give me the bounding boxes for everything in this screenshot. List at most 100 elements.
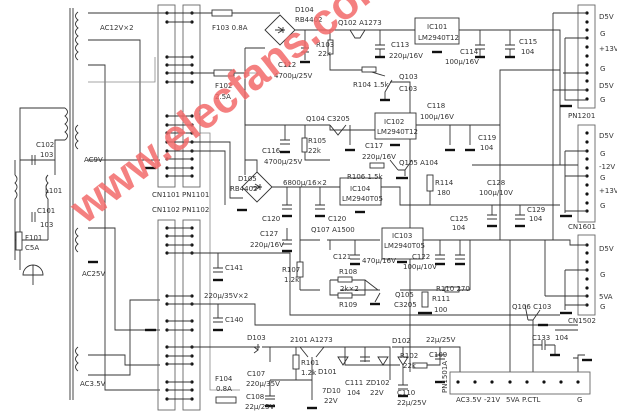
label-l101: L101 bbox=[45, 187, 62, 195]
label-c109: C109 bbox=[429, 351, 447, 359]
connector-cn1502 bbox=[544, 234, 596, 316]
label-r114-value: 180 bbox=[437, 189, 450, 197]
label-c120b: C120 bbox=[328, 215, 346, 223]
label-c116: C116 bbox=[262, 147, 281, 155]
pn1201-pin: +13V bbox=[599, 45, 617, 53]
cn1601-pin: D5V bbox=[599, 132, 614, 140]
label-c122: C122 bbox=[412, 253, 430, 261]
label-q106: Q106 C103 bbox=[512, 303, 551, 311]
label-c110-value: 22μ/25V bbox=[397, 399, 427, 407]
label-r105-value: 22k bbox=[308, 147, 322, 155]
label-r111: R111 bbox=[432, 295, 450, 303]
label-d105-value: RB4402 bbox=[230, 185, 257, 193]
label-c125-value: 104 bbox=[452, 224, 466, 232]
label-r104: R104 1.5k bbox=[353, 81, 390, 89]
pn1201-pin: G bbox=[600, 96, 605, 104]
resistor-r111 bbox=[421, 291, 429, 308]
label-ic102: IC102 bbox=[384, 118, 404, 126]
label-q101: 2101 A1273 bbox=[290, 336, 333, 344]
label-pn1201: PN1201 bbox=[568, 112, 595, 120]
label-c122-value: 100μ/10V bbox=[403, 263, 437, 271]
label-d105: D105 bbox=[238, 175, 257, 183]
label-c121: C121 bbox=[333, 253, 351, 261]
resistor-r110 bbox=[444, 286, 460, 293]
pn1201-pin: G bbox=[600, 30, 605, 38]
pn1501a-pin-g: G bbox=[577, 396, 582, 404]
label-q105b: Q105 bbox=[395, 291, 414, 299]
label-c140: C140 bbox=[225, 316, 243, 324]
resistor-r102 bbox=[412, 362, 428, 369]
resistor-r109 bbox=[337, 292, 353, 299]
label-c119: C119 bbox=[478, 134, 496, 142]
label-c102: C102 bbox=[36, 141, 54, 149]
transformer bbox=[64, 8, 79, 400]
ic102 bbox=[374, 112, 417, 140]
ic103 bbox=[381, 227, 424, 260]
label-r107-value: 1.2k bbox=[284, 276, 300, 284]
resistor-r106 bbox=[369, 162, 385, 169]
label-c115-value: 104 bbox=[521, 48, 535, 56]
pn1201-pin: D5V bbox=[599, 13, 614, 21]
label-d104: D104 bbox=[295, 6, 314, 14]
label-f104-value: 0.8A bbox=[216, 385, 232, 393]
resistor-r104 bbox=[361, 66, 377, 73]
cn1601-pin: G bbox=[600, 150, 605, 158]
pn1201-pin: G bbox=[600, 65, 605, 73]
label-q107: Q107 A1500 bbox=[311, 226, 355, 234]
label-pn1101: PN1101 bbox=[182, 191, 209, 199]
pn1501a-pin-pctl: P.CTL bbox=[522, 396, 541, 404]
label-c102-value: 103 bbox=[40, 151, 53, 159]
label-r114: R114 bbox=[435, 179, 454, 187]
label-r108: R108 bbox=[339, 268, 357, 276]
label-c133: C133 bbox=[532, 334, 550, 342]
label-r103: R103 bbox=[316, 41, 334, 49]
resistor-r105 bbox=[301, 137, 308, 153]
label-c118: C118 bbox=[427, 102, 445, 110]
fuse-f103 bbox=[211, 9, 233, 17]
label-c116-value: 4700μ/25V bbox=[264, 158, 303, 166]
label-c101-value: 103 bbox=[40, 221, 53, 229]
label-ic102-value: LM2940T12 bbox=[377, 128, 418, 136]
pn1201-pin: D5V bbox=[599, 82, 614, 90]
label-c141: C141 bbox=[225, 264, 243, 272]
label-r105: R105 bbox=[308, 137, 326, 145]
label-zd102: ZD102 bbox=[366, 379, 390, 387]
cn1601-pin: G bbox=[600, 174, 605, 182]
fuse-f104 bbox=[215, 396, 237, 404]
label-c128: C128 bbox=[487, 179, 505, 187]
bridge-d105 bbox=[241, 171, 273, 203]
cn1601-pin: G bbox=[600, 202, 605, 210]
label-ic103: IC103 bbox=[392, 232, 412, 240]
label-c112-value: 4700μ/25V bbox=[274, 72, 313, 80]
label-zd101: 7D10 bbox=[322, 387, 341, 395]
label-c109-value: 22μ/25V bbox=[426, 336, 456, 344]
label-ic104-value: LM2940T05 bbox=[342, 195, 383, 203]
connector-cn1601 bbox=[472, 124, 596, 223]
label-f101: F101 bbox=[25, 234, 42, 242]
label-q103: Q103 bbox=[399, 73, 418, 81]
label-r106: R106 1.5k bbox=[347, 173, 384, 181]
label-c114: C114 bbox=[460, 48, 479, 56]
label-c113: C113 bbox=[391, 41, 409, 49]
label-pn1102: PN1102 bbox=[182, 206, 209, 214]
resistor-r101 bbox=[292, 354, 300, 370]
ac-plug-icon bbox=[22, 264, 44, 285]
label-cn1102: CN1102 bbox=[152, 206, 180, 214]
label-c113-value: 220μ/16V bbox=[389, 52, 423, 60]
label-r103-value: 22k bbox=[318, 50, 332, 58]
label-c117-value: 220μ/16V bbox=[362, 153, 396, 161]
label-r111-value: 100 bbox=[434, 306, 447, 314]
label-q105: Q105 A104 bbox=[399, 159, 439, 167]
label-c133-value: 104 bbox=[555, 334, 569, 342]
label-c127-value: 220μ/16V bbox=[250, 241, 284, 249]
label-c128-value: 100μ/10V bbox=[479, 189, 513, 197]
bridge-d104 bbox=[264, 14, 296, 46]
cn1502-pin: D5V bbox=[599, 245, 614, 253]
pn1501a-pin-minus21v: -21V bbox=[484, 396, 500, 404]
label-d103: D103 bbox=[247, 334, 266, 342]
label-ac3-5v: AC3.5V bbox=[80, 380, 106, 388]
label-r109: R109 bbox=[339, 301, 357, 309]
pn1501a-pin-ac3-5v: AC3.5V bbox=[456, 396, 482, 404]
resistor-r103 bbox=[327, 39, 334, 55]
label-c119-value: 104 bbox=[480, 144, 494, 152]
